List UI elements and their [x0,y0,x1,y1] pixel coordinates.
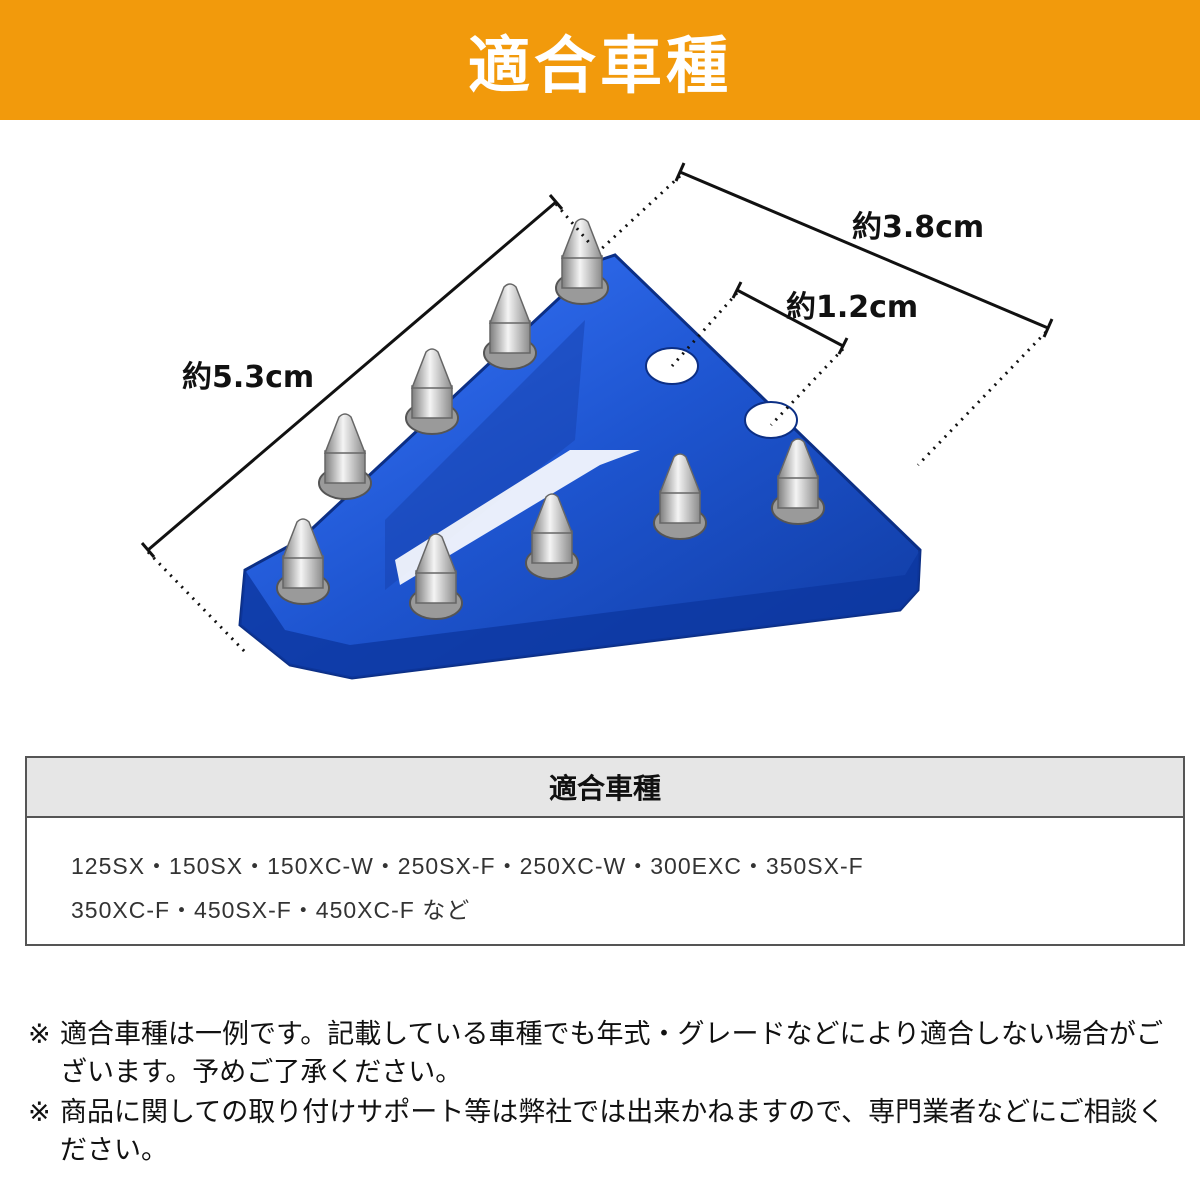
brake-pedal-tip-illustration [140,162,1054,680]
plate-edge [240,550,920,678]
note-mark: ※ [28,1097,51,1128]
models-line-1: 125SX・150SX・150XC-W・250SX-F・250XC-W・300E… [71,853,864,879]
pin-bolt [405,348,459,435]
inner-window [395,450,640,585]
pin-bolt [653,453,707,540]
pin-bolts [276,218,825,620]
pin-bolt [555,218,609,305]
note-mark: ※ [28,1019,51,1050]
header-banner: 適合車種 [0,0,1200,120]
inner-triangle [385,320,585,590]
note-text: 商品に関しての取り付けサポート等は弊社では出来かねますので、専門業者などにご相談… [60,1097,1165,1166]
width-dimension-label: 約3.8cm [852,210,985,245]
models-line-2: 350XC-F・450SX-F・450XC-F など [71,897,471,923]
pin-bolt [771,438,825,525]
length-dimension-label: 約5.3cm [182,360,315,395]
pin-bolt [409,533,463,620]
pin-bolt [318,413,372,500]
pin-bolt [525,493,579,580]
product-figure: 約3.8cm 約1.2cm 約5.3cm [0,120,1200,740]
table-body: 125SX・150SX・150XC-W・250SX-F・250XC-W・300E… [27,818,1183,932]
dimension-lines [140,162,1054,558]
note-text: 適合車種は一例です。記載している車種でも年式・グレードなどにより適合しない場合が… [60,1019,1163,1088]
pin-bolt [483,283,537,370]
page-title: 適合車種 [467,29,732,102]
notes-section: ※ 適合車種は一例です。記載している車種でも年式・グレードなどにより適合しない場… [28,1016,1178,1172]
mount-hole-2 [744,401,798,439]
hole-dimension-label: 約1.2cm [786,290,919,325]
compatible-models-table: 適合車種 125SX・150SX・150XC-W・250SX-F・250XC-W… [25,756,1185,946]
note-item: ※ 適合車種は一例です。記載している車種でも年式・グレードなどにより適合しない場… [28,1016,1178,1092]
pin-bolt [276,518,330,605]
table-heading: 適合車種 [27,758,1183,818]
dimension-guides [146,174,1048,657]
note-item: ※ 商品に関しての取り付けサポート等は弊社では出来かねますので、専門業者などにご… [28,1094,1178,1170]
